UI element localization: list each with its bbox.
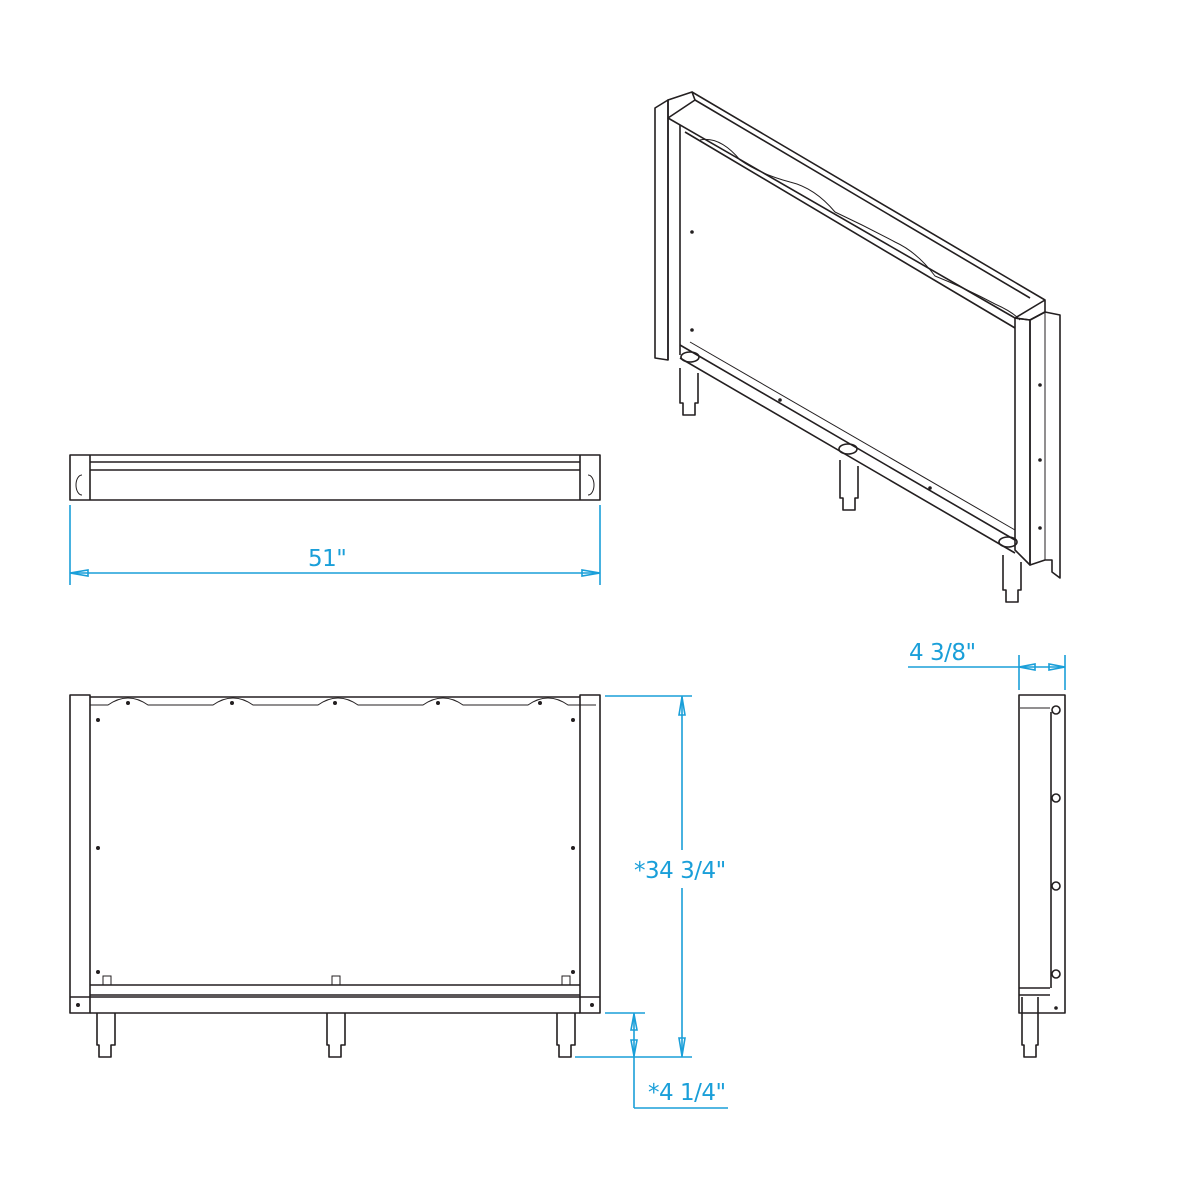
dimension-depth [908,655,1066,690]
width-label: 51" [308,546,347,572]
side-view [1018,694,1066,1058]
dimension-height [575,695,692,1058]
dimension-leg-height [605,1012,728,1109]
leg-height-label: *4 1/4" [648,1080,726,1106]
dimension-width [69,505,601,585]
depth-label: 4 3/8" [909,640,976,666]
isometric-view [654,91,1061,603]
front-view [69,694,601,1058]
height-label: *34 3/4" [634,858,726,884]
top-view [69,454,601,501]
